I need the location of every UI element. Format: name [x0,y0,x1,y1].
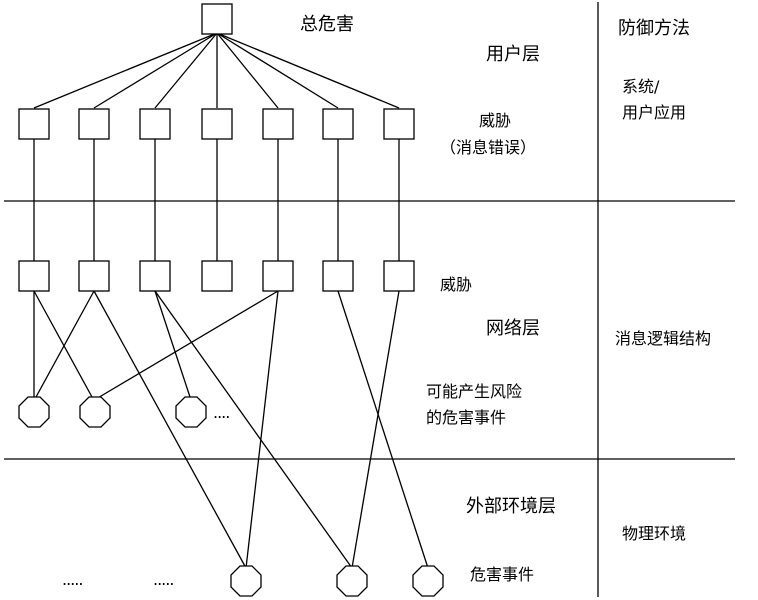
network-threat-node [78,260,110,292]
user-threat-node [383,108,415,140]
network-threat-node [262,260,294,292]
user-threat-node [18,108,50,140]
defense-environment: 物理环境 [622,524,687,543]
user-threat-node [78,108,110,140]
network-threat-node [383,260,415,292]
risk-event-node [18,396,50,428]
network-threat-node [139,260,171,292]
network-threat-node [322,260,354,292]
network-to-event-edges [33,290,429,569]
hazard-event-nodes [230,565,444,597]
top-fanout-edges [33,32,400,109]
env-row-ellipsis-b: ..... [153,570,174,589]
defense-header: 防御方法 [618,18,690,39]
defense-user-line1: 系统/ [622,77,660,96]
risk-event-label-line1: 可能产生风险 [426,382,523,401]
user-threat-sub-label: （消息错误） [440,138,537,157]
user-threat-nodes [18,108,415,140]
hazard-event-label: 危害事件 [470,565,535,584]
network-threat-nodes [18,260,415,292]
risk-event-nodes [18,396,207,428]
risk-event-label-line2: 的危害事件 [426,408,507,427]
hazard-event-node [230,565,262,597]
total-hazard-node [201,3,233,35]
user-threat-node [139,108,171,140]
defense-user-line2: 用户应用 [622,103,687,122]
user-to-network-edges [33,139,400,261]
user-threat-node [262,108,294,140]
env-row-ellipsis-a: ..... [62,570,83,589]
network-threat-label: 威胁 [440,275,473,294]
environment-layer-label: 外部环境层 [466,496,556,517]
network-threat-node [201,260,233,292]
user-threat-label: 威胁 [479,111,512,130]
user-threat-node [322,108,354,140]
total-hazard-label: 总危害 [300,14,354,35]
network-threat-node [18,260,50,292]
network-layer-label: 网络层 [486,318,540,339]
user-threat-node [201,108,233,140]
hazard-event-node [412,565,444,597]
network-row-ellipsis: .... [213,403,230,422]
defense-network: 消息逻辑结构 [615,329,712,348]
risk-event-node [79,396,111,428]
risk-event-node [175,396,207,428]
user-layer-label: 用户层 [486,44,540,65]
hazard-event-node [336,565,368,597]
